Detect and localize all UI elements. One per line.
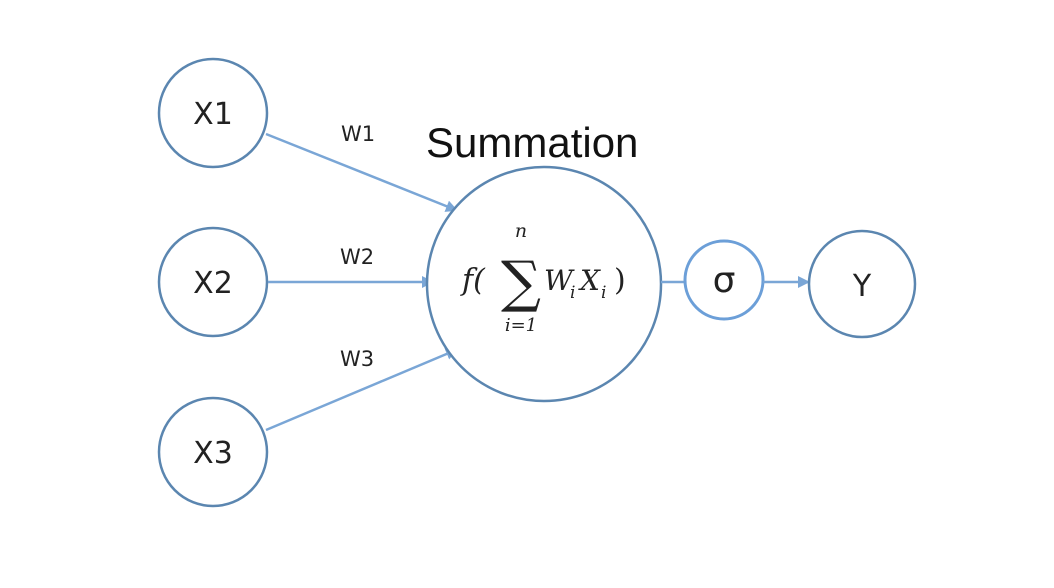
formula-upper-limit: n [515,220,527,242]
formula-lower-limit: i=1 [505,315,537,336]
formula-close: ) [614,263,626,298]
output-label: Y [852,269,872,304]
formula-x: X [578,264,601,297]
input-label-x1: X1 [193,97,233,132]
activation-label: σ [713,260,736,301]
formula-x-subscript: i [601,283,606,303]
formula-w-subscript: i [570,283,575,303]
input-label-x3: X3 [193,436,233,471]
input-node-x1: X1 [157,57,269,169]
arrow-x1-to-summation [265,132,458,212]
formula-w: W [544,264,575,297]
input-node-x3: X3 [157,396,269,508]
formula-func: f( [460,263,486,298]
weight-label-w1: W1 [341,122,375,146]
weight-label-w2: W2 [340,245,374,269]
summation-title: Summation [426,119,638,166]
weight-label-w3: W3 [340,347,374,371]
formula-sigma: ∑ [501,250,541,315]
input-node-x2: X2 [157,226,269,338]
input-label-x2: X2 [193,266,233,301]
output-node: Y [807,229,917,339]
summation-node: f( ∑ n i=1 W i X i ) [425,165,663,403]
activation-node: σ [683,239,765,321]
arrow-x3-to-summation [265,348,458,432]
